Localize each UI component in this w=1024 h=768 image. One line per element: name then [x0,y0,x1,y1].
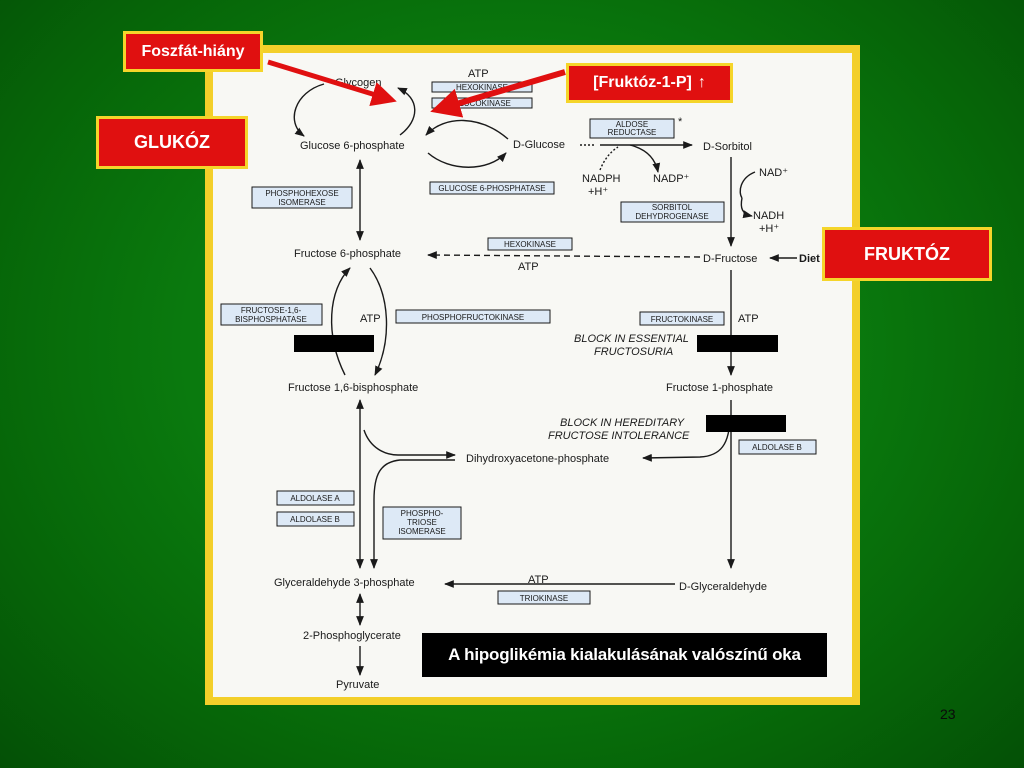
svg-text:FRUCTOSE-1,6-: FRUCTOSE-1,6- [241,306,302,315]
metabolite-d-glyceraldehyde: D-Glyceraldehyde [679,581,767,593]
enzyme-phosphohexose-isomerase: PHOSPHOHEXOSE ISOMERASE [251,186,353,209]
svg-text:TRIOKINASE: TRIOKINASE [520,594,568,603]
callout-phosphate-deficiency-text: Foszfát-hiány [141,42,245,60]
svg-text:FRUCTOKINASE: FRUCTOKINASE [651,315,714,324]
svg-text:ALDOLASE B: ALDOLASE B [290,515,340,524]
arrow-fructose-to-f6p [427,251,701,259]
svg-text:TRIOSE: TRIOSE [407,518,437,527]
arrow-g6p-to-glucose [427,152,507,168]
metabolite-dihydroxyacetone-phosphate: Dihydroxyacetone-phosphate [466,453,609,465]
metabolite-fructose-1-phosphate: Fructose 1-phosphate [666,382,773,394]
enzyme-fructose-bisphosphatase: FRUCTOSE-1,6- BISPHOSPHATASE [220,303,323,326]
enzyme-phosphofructokinase: PHOSPHOFRUCTOKINASE [395,309,551,324]
red-arrow-phosphate [267,59,397,107]
callout-phosphate-deficiency: Foszfát-hiány [123,31,263,72]
block-hereditary-intolerance-line2: FRUCTOSE INTOLERANCE [548,430,690,442]
svg-text:ALDOLASE A: ALDOLASE A [290,494,340,503]
enzyme-glucose-6-phosphatase: GLUCOSE 6-PHOSPHATASE [429,181,555,195]
svg-text:ALDOLASE B: ALDOLASE B [752,443,802,452]
cofactor-h-plus-1: +H⁺ [588,186,608,198]
enzyme-aldolase-a: ALDOLASE A [276,490,355,506]
enzyme-fructokinase: FRUCTOKINASE [639,311,725,326]
curve-nad [739,171,756,199]
redaction-bar [697,335,778,352]
svg-text:BISPHOSPHATASE: BISPHOSPHATASE [235,315,307,324]
callout-fructose-1p: [Fruktóz-1-P] ↑ [566,63,733,103]
callout-glucose-text: GLUKÓZ [134,132,210,152]
callout-glucose: GLUKÓZ [96,116,248,169]
metabolite-glyceraldehyde-3-phosphate: Glyceraldehyde 3-phosphate [274,577,415,589]
asterisk-mark: * [678,116,683,128]
arrow-nadp [629,144,661,173]
enzyme-aldolase-b-right: ALDOLASE B [738,439,817,455]
enzyme-hexokinase-mid: HEXOKINASE [487,237,573,251]
arrow-f16bp-to-dhap [363,429,456,459]
redaction-bar [706,415,786,432]
label-diet: Diet [799,253,820,265]
dashed-nadph [599,146,619,171]
arrow-pfk [369,267,388,376]
svg-text:ALDOSE: ALDOSE [616,120,648,129]
enzyme-sorbitol-dehydrogenase: SORBITOL DEHYDROGENASE [620,201,725,223]
cofactor-nadp: NADP⁺ [653,173,690,185]
cofactor-nadph: NADPH [582,173,621,185]
red-arrow-fructose-1p [430,69,566,118]
arrow-dhap-to-g3p [370,459,455,569]
cofactor-atp-pfk: ATP [360,313,381,325]
svg-text:SORBITOL: SORBITOL [652,203,693,212]
metabolite-glucose-6-phosphate: Glucose 6-phosphate [300,140,405,152]
cofactor-atp-top: ATP [468,68,489,80]
diagram-panel [213,53,852,697]
svg-text:GLUCOKINASE: GLUCOKINASE [453,99,511,108]
svg-text:PHOSPHOHEXOSE: PHOSPHOHEXOSE [265,189,338,198]
svg-text:ISOMERASE: ISOMERASE [278,198,326,207]
svg-text:HEXOKINASE: HEXOKINASE [504,240,556,249]
metabolite-d-glucose: D-Glucose [513,139,565,151]
svg-text:GLUCOSE 6-PHOSPHATASE: GLUCOSE 6-PHOSPHATASE [438,184,545,193]
arrow-nadh [740,197,753,219]
callout-fructose: FRUKTÓZ [822,227,992,281]
arrow-glucose-to-g6p [425,119,509,140]
cofactor-nad: NAD⁺ [759,167,788,179]
page-number: 23 [940,706,956,722]
svg-text:REDUCTASE: REDUCTASE [608,128,657,137]
cofactor-atp-hexokinase: ATP [518,261,539,273]
svg-text:PHOSPHO-: PHOSPHO- [401,509,444,518]
block-essential-fructosuria-line1: BLOCK IN ESSENTIAL [574,333,689,345]
enzyme-aldose-reductase: ALDOSE REDUCTASE [589,118,675,139]
metabolite-pyruvate: Pyruvate [336,679,379,691]
metabolite-2-phosphoglycerate: 2-Phosphoglycerate [303,630,401,642]
enzyme-triokinase: TRIOKINASE [497,590,591,605]
arrow-fbpase [330,267,351,376]
cofactor-h-plus-2: +H⁺ [759,223,779,235]
metabolite-d-fructose: D-Fructose [703,253,757,265]
metabolite-d-sorbitol: D-Sorbitol [703,141,752,153]
metabolite-fructose-6-phosphate: Fructose 6-phosphate [294,248,401,260]
metabolite-fructose-1-6-bisphosphate: Fructose 1,6-bisphosphate [288,382,418,394]
svg-text:PHOSPHOFRUCTOKINASE: PHOSPHOFRUCTOKINASE [422,313,525,322]
svg-text:DEHYDROGENASE: DEHYDROGENASE [635,212,708,221]
redaction-bar [294,335,374,352]
enzyme-aldolase-b-left: ALDOLASE B [276,511,355,527]
arrow-up-icon: ↑ [697,74,706,91]
enzyme-hexokinase-top: HEXOKINASE [431,81,533,93]
callout-fructose-text: FRUKTÓZ [864,243,950,264]
enzyme-phosphotriose-isomerase: PHOSPHO- TRIOSE ISOMERASE [382,506,462,540]
cofactor-atp-triokinase: ATP [528,574,549,586]
block-essential-fructosuria-line2: FRUCTOSURIA [594,346,673,358]
cofactor-atp-fructokinase: ATP [738,313,759,325]
svg-text:ISOMERASE: ISOMERASE [398,527,446,536]
svg-text:HEXOKINASE: HEXOKINASE [456,83,508,92]
block-hereditary-intolerance-line1: BLOCK IN HEREDITARY [560,417,685,429]
callout-fructose-1p-text: [Fruktóz-1-P] [593,74,692,91]
arrow-glycogen-to-g6p [293,83,325,137]
cofactor-nadh: NADH [753,210,784,222]
caption-hypoglycemia: A hipoglikémia kialakulásának valószínű … [422,633,827,677]
arrow-g6p-to-glycogen [397,87,416,136]
